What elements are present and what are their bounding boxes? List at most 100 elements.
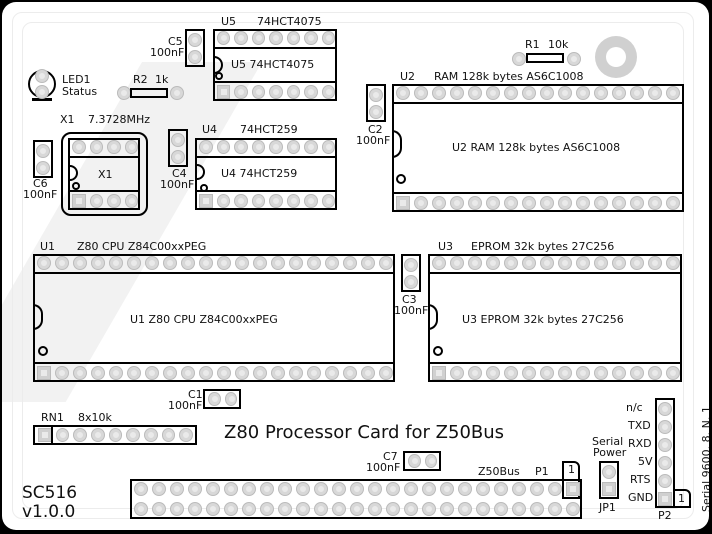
pad (127, 366, 141, 380)
pad (152, 482, 166, 496)
pad (666, 256, 680, 270)
pad (432, 256, 446, 270)
pad (179, 428, 194, 442)
pad (440, 502, 454, 516)
pad (494, 482, 508, 496)
pad (289, 256, 303, 270)
pad (408, 454, 421, 468)
pad (332, 502, 346, 516)
pad (332, 482, 346, 496)
c4-pad (171, 133, 185, 147)
pad (558, 196, 572, 210)
pad (576, 196, 590, 210)
p2-pin1-marker (673, 489, 691, 508)
pad (163, 256, 177, 270)
pad (217, 31, 231, 45)
pad (612, 256, 626, 270)
c5-outline (185, 29, 205, 67)
r2-pad (117, 86, 131, 100)
pad (422, 482, 436, 496)
r2-value: 1k (155, 73, 169, 86)
pad (548, 482, 562, 496)
pad (278, 502, 292, 516)
u2-pins-bottom (392, 192, 684, 212)
pad (368, 482, 382, 496)
pad (235, 366, 249, 380)
pad (504, 366, 518, 380)
pad (361, 366, 375, 380)
pad (450, 366, 464, 380)
pad (145, 366, 159, 380)
pad (304, 31, 318, 45)
pad (450, 86, 464, 100)
pad (307, 256, 321, 270)
pad (343, 366, 357, 380)
led1-ref: LED1 (62, 73, 91, 86)
pad (594, 256, 608, 270)
c5-value: 100nF (150, 46, 185, 59)
c6-pad (36, 144, 50, 158)
c5-pad (188, 33, 202, 47)
r2-body (130, 88, 168, 98)
pad (612, 366, 626, 380)
jp1-ref: JP1 (599, 501, 616, 514)
pad (304, 140, 318, 154)
pad (361, 256, 375, 270)
c3-value: 100nF (394, 304, 429, 317)
pad (314, 502, 328, 516)
pad (260, 502, 274, 516)
pad (235, 256, 249, 270)
pad (242, 482, 256, 496)
pin1-pad (38, 428, 52, 442)
pad (124, 140, 138, 154)
pad (658, 420, 672, 434)
pin1-pad (37, 366, 51, 380)
r1-pad (512, 52, 526, 66)
mounting-hole (595, 36, 637, 78)
u5-ref: U5 (221, 15, 237, 28)
u4-value: 74HCT259 (240, 123, 298, 136)
pad (343, 256, 357, 270)
c1-pins (203, 389, 241, 409)
pad (321, 194, 335, 208)
u4-inner-label: U4 74HCT259 (221, 167, 298, 180)
jp1-pad (602, 482, 616, 496)
pad (107, 140, 121, 154)
pad (199, 140, 213, 154)
c4-pad (171, 150, 185, 164)
jp1-label-line1: Serial (592, 435, 624, 448)
pad (522, 86, 536, 100)
pad (504, 256, 518, 270)
pad (512, 482, 526, 496)
u2-ref: U2 (400, 70, 416, 83)
pad (468, 256, 482, 270)
pad (468, 366, 482, 380)
pad (566, 502, 580, 516)
pad (548, 502, 562, 516)
pad (271, 366, 285, 380)
pad (307, 366, 321, 380)
u1-pins-top (33, 254, 395, 274)
pad (458, 502, 472, 516)
pad (558, 366, 572, 380)
pad (286, 85, 301, 99)
pad (476, 502, 490, 516)
pad (658, 438, 672, 452)
p1-pins-top (130, 479, 582, 499)
pad (91, 366, 105, 380)
pad (486, 366, 500, 380)
c2-value: 100nF (356, 134, 391, 147)
pad (134, 502, 148, 516)
u3-pins-bottom (428, 362, 682, 382)
p1-outline (130, 479, 582, 519)
jp1-value: Power (593, 446, 627, 459)
c1-ref: C1 (188, 388, 203, 401)
u1-pins-bottom (33, 362, 395, 382)
p2-outline (655, 398, 675, 508)
x1-pins-bottom (68, 190, 140, 210)
c2-pad (369, 105, 383, 119)
u1-ref: U1 (40, 240, 56, 253)
pad (217, 366, 231, 380)
pad (576, 366, 590, 380)
c3-outline (401, 254, 421, 292)
